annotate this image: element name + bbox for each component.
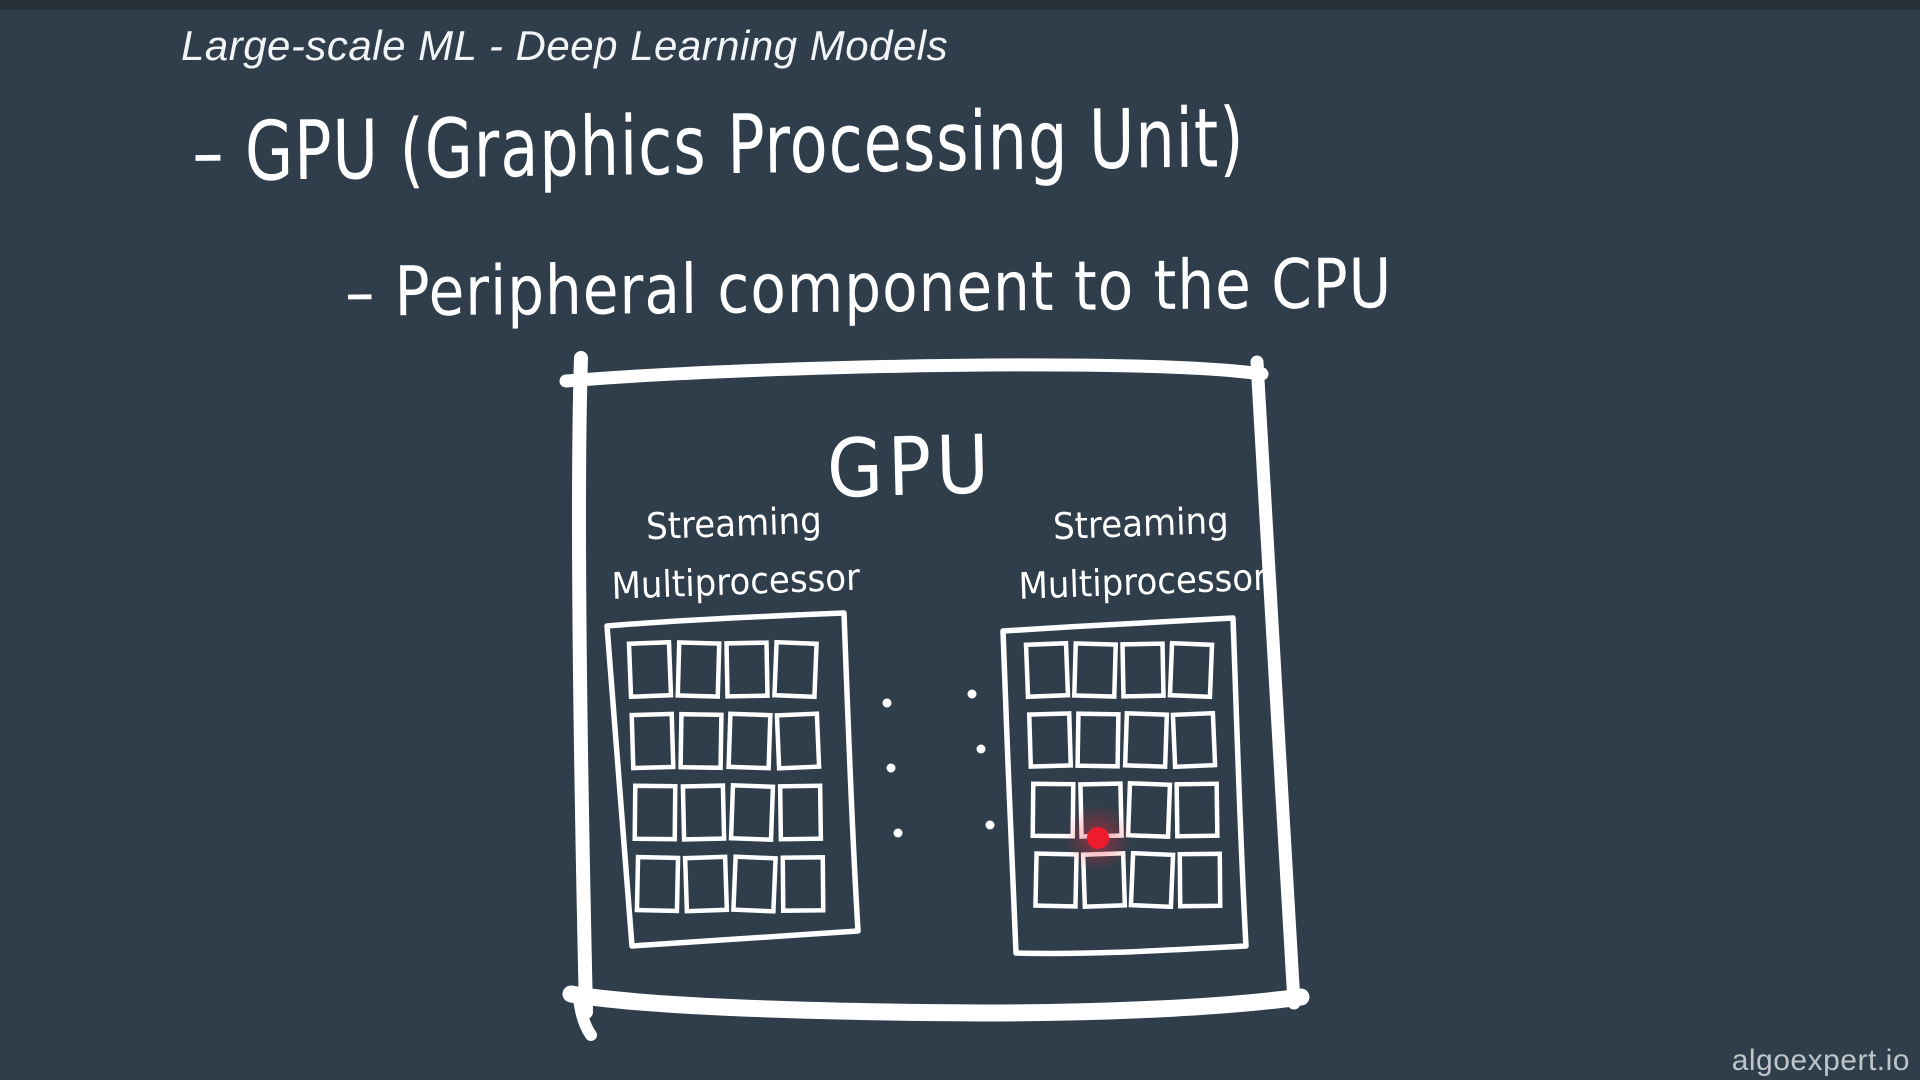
core-cell <box>1120 641 1166 699</box>
sm-right-label-line1: Streaming <box>1052 499 1230 549</box>
core-cell <box>1071 641 1119 699</box>
ellipsis-dots <box>882 689 995 838</box>
sm-left-label-line1: Streaming <box>645 499 823 549</box>
core-cell <box>626 639 674 700</box>
core-cell <box>731 854 778 914</box>
sm-right-core-grid <box>1023 640 1223 910</box>
core-cell <box>724 640 770 699</box>
core-cell <box>1125 780 1173 840</box>
core-cell <box>777 783 824 842</box>
core-cell <box>772 639 819 700</box>
core-cell <box>1026 711 1074 769</box>
core-cell <box>680 783 727 842</box>
ellipsis-dot <box>886 763 896 773</box>
sm-right-box <box>1000 615 1249 957</box>
gpu-outer-box <box>559 351 1310 1041</box>
ellipsis-dot <box>893 828 903 838</box>
algoexpert-watermark: algoexpert.io <box>1731 1044 1910 1077</box>
core-cell <box>1128 850 1176 910</box>
core-cell <box>1167 640 1215 700</box>
sm-right-label: Streaming Multiprocessor <box>1005 491 1279 617</box>
core-cell <box>1033 851 1079 909</box>
sm-left-label-line2: Multiprocessor <box>610 555 861 609</box>
ellipsis-dot <box>882 698 892 708</box>
sm-left-core-grid <box>626 639 826 914</box>
sm-left-label: Streaming Multiprocessor <box>598 491 872 617</box>
core-cell <box>1075 711 1121 769</box>
sm-left-box <box>604 610 861 949</box>
laser-pointer-dot <box>1064 804 1132 872</box>
sm-right-label-line2: Multiprocessor <box>1017 555 1268 609</box>
ellipsis-dot <box>985 820 995 830</box>
core-cell <box>678 711 724 771</box>
core-cell <box>726 711 773 771</box>
core-cell <box>675 640 722 699</box>
core-cell <box>629 711 676 771</box>
ellipsis-dot <box>976 744 986 754</box>
core-cell <box>1023 640 1071 700</box>
slide-title: Large-scale ML - Deep Learning Models <box>181 22 949 69</box>
core-cell <box>1170 710 1218 770</box>
core-cell <box>682 854 730 914</box>
core-cell <box>1174 781 1220 839</box>
core-cell <box>1177 851 1223 909</box>
ellipsis-dot <box>967 689 977 699</box>
core-cell <box>632 783 678 842</box>
top-strip <box>0 0 1920 10</box>
core-cell <box>1030 781 1076 839</box>
core-cell <box>1122 711 1170 769</box>
core-cell <box>774 711 822 771</box>
core-cell <box>780 855 826 913</box>
core-cell <box>634 854 681 914</box>
core-cell <box>728 782 776 843</box>
